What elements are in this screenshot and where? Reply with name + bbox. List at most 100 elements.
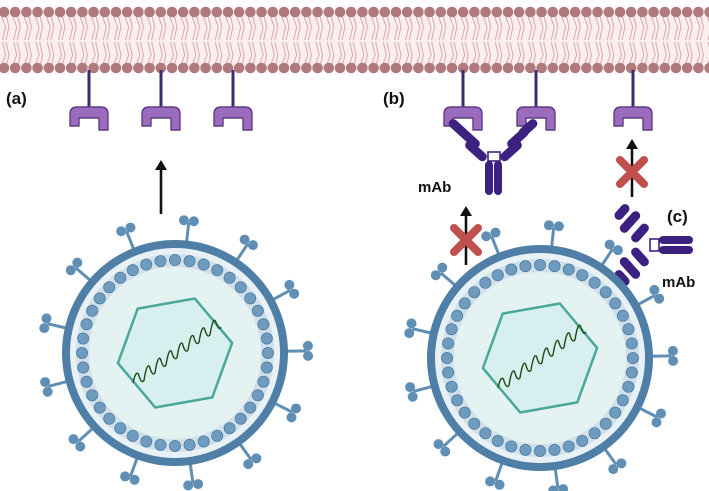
membrane-tail-bottom xyxy=(381,41,391,67)
viral-genome xyxy=(497,324,587,389)
membrane-head-bottom xyxy=(390,62,402,74)
virus-spike xyxy=(65,257,94,284)
spike-knob xyxy=(188,216,199,227)
lipid-bead xyxy=(103,412,116,425)
membrane-head-bottom xyxy=(569,62,581,74)
membrane-head-bottom xyxy=(54,62,66,74)
lipid-bead xyxy=(244,292,257,305)
lipid-bead xyxy=(468,417,481,430)
membrane-head-top xyxy=(435,6,447,18)
spike-knob xyxy=(286,412,297,423)
membrane-tail-bottom xyxy=(449,41,458,67)
cross-stroke xyxy=(616,156,648,188)
membrane-tail-bottom xyxy=(561,41,570,67)
antibody-arm xyxy=(614,204,630,220)
membrane-head-top xyxy=(536,6,547,18)
receptor-head xyxy=(213,106,253,131)
membrane-tail-top xyxy=(325,15,335,41)
receptor-head xyxy=(69,106,109,131)
membrane-tail-bottom xyxy=(68,41,77,67)
membrane-head-bottom xyxy=(177,62,189,74)
membrane-tail-bottom xyxy=(538,41,548,67)
membrane-head-top xyxy=(312,6,323,18)
membrane-tail-bottom xyxy=(23,41,32,67)
antibody-stem xyxy=(485,161,493,195)
membrane-head-bottom xyxy=(502,62,514,74)
membrane-head-top xyxy=(659,6,671,18)
spike-knob xyxy=(651,417,662,428)
spike-knob xyxy=(406,318,417,329)
lipid-bead xyxy=(211,429,224,442)
membrane-head-top xyxy=(88,6,99,18)
antibody-arm xyxy=(631,223,649,243)
membrane-head-bottom xyxy=(323,62,335,74)
spike-knob xyxy=(289,288,300,299)
membrane-tail-top xyxy=(281,15,290,41)
membrane-tail-top xyxy=(146,15,156,41)
lipid-bead xyxy=(154,255,167,268)
membrane-head-bottom xyxy=(659,62,671,74)
membrane-head-bottom xyxy=(592,62,603,74)
membrane-head-top xyxy=(614,6,626,18)
cross-icon xyxy=(616,156,648,188)
membrane-head-bottom xyxy=(32,62,43,74)
membrane-head-top xyxy=(670,6,682,18)
membrane-head-bottom xyxy=(435,62,447,74)
membrane-tail-top xyxy=(527,15,536,41)
membrane-head-top xyxy=(233,6,245,18)
membrane-head-top xyxy=(413,6,424,18)
membrane-tail-bottom xyxy=(594,41,604,67)
membrane-head-top xyxy=(457,6,469,18)
lipid-bead xyxy=(588,276,601,289)
entry-arrows xyxy=(155,139,638,265)
membrane-tail-bottom xyxy=(415,41,424,67)
membrane-head-bottom xyxy=(614,62,626,74)
membrane-head-top xyxy=(77,6,88,18)
spike-knob xyxy=(440,446,451,457)
lipid-bead xyxy=(260,361,273,374)
membrane-tail-top xyxy=(673,15,682,41)
lipid-bead xyxy=(479,427,492,440)
lipid-bead xyxy=(223,271,236,284)
membrane-head-bottom xyxy=(603,62,615,74)
membrane-tail-bottom xyxy=(583,41,592,67)
membrane-tail-bottom xyxy=(684,41,693,67)
spike-knob xyxy=(433,439,444,450)
membrane-head-top xyxy=(648,6,659,18)
membrane-head-top xyxy=(390,6,402,18)
membrane-tail-top xyxy=(258,15,268,41)
lipid-bead xyxy=(458,406,471,419)
virus-spike xyxy=(543,220,564,250)
virus-spike xyxy=(481,227,502,258)
spike-knob xyxy=(668,355,679,366)
membrane-head-bottom xyxy=(133,62,144,74)
lipid-bead xyxy=(519,260,532,273)
virus-spike xyxy=(636,405,666,428)
membrane-tail-top xyxy=(359,15,368,41)
membrane-head-top xyxy=(245,6,256,18)
membrane-tail-bottom xyxy=(460,41,469,67)
receptor xyxy=(443,70,483,131)
virus-particle-b xyxy=(404,220,679,491)
lipid-bead xyxy=(616,309,629,322)
mab-label-top: mAb xyxy=(418,179,451,196)
membrane-tail-top xyxy=(45,15,55,41)
lipid-bead xyxy=(548,443,561,456)
cross-stroke xyxy=(450,224,482,256)
membrane-head-bottom xyxy=(43,62,55,74)
spike-knob xyxy=(39,323,50,334)
membrane-head-bottom xyxy=(189,62,200,74)
membrane-tail-bottom xyxy=(213,41,223,67)
spike-knob xyxy=(548,485,559,491)
spike-knob xyxy=(243,459,254,470)
lipid-bead xyxy=(93,292,106,305)
membrane-tail-bottom xyxy=(113,41,122,67)
membrane-head-top xyxy=(110,6,122,18)
membrane-tail-top xyxy=(101,15,111,41)
spike-knob xyxy=(407,391,418,402)
virus-spike xyxy=(237,440,262,470)
membrane-tail-bottom xyxy=(337,41,346,67)
membrane-tail-top xyxy=(460,15,469,41)
membrane-head-bottom xyxy=(21,62,32,74)
lipid-bead xyxy=(458,297,471,310)
